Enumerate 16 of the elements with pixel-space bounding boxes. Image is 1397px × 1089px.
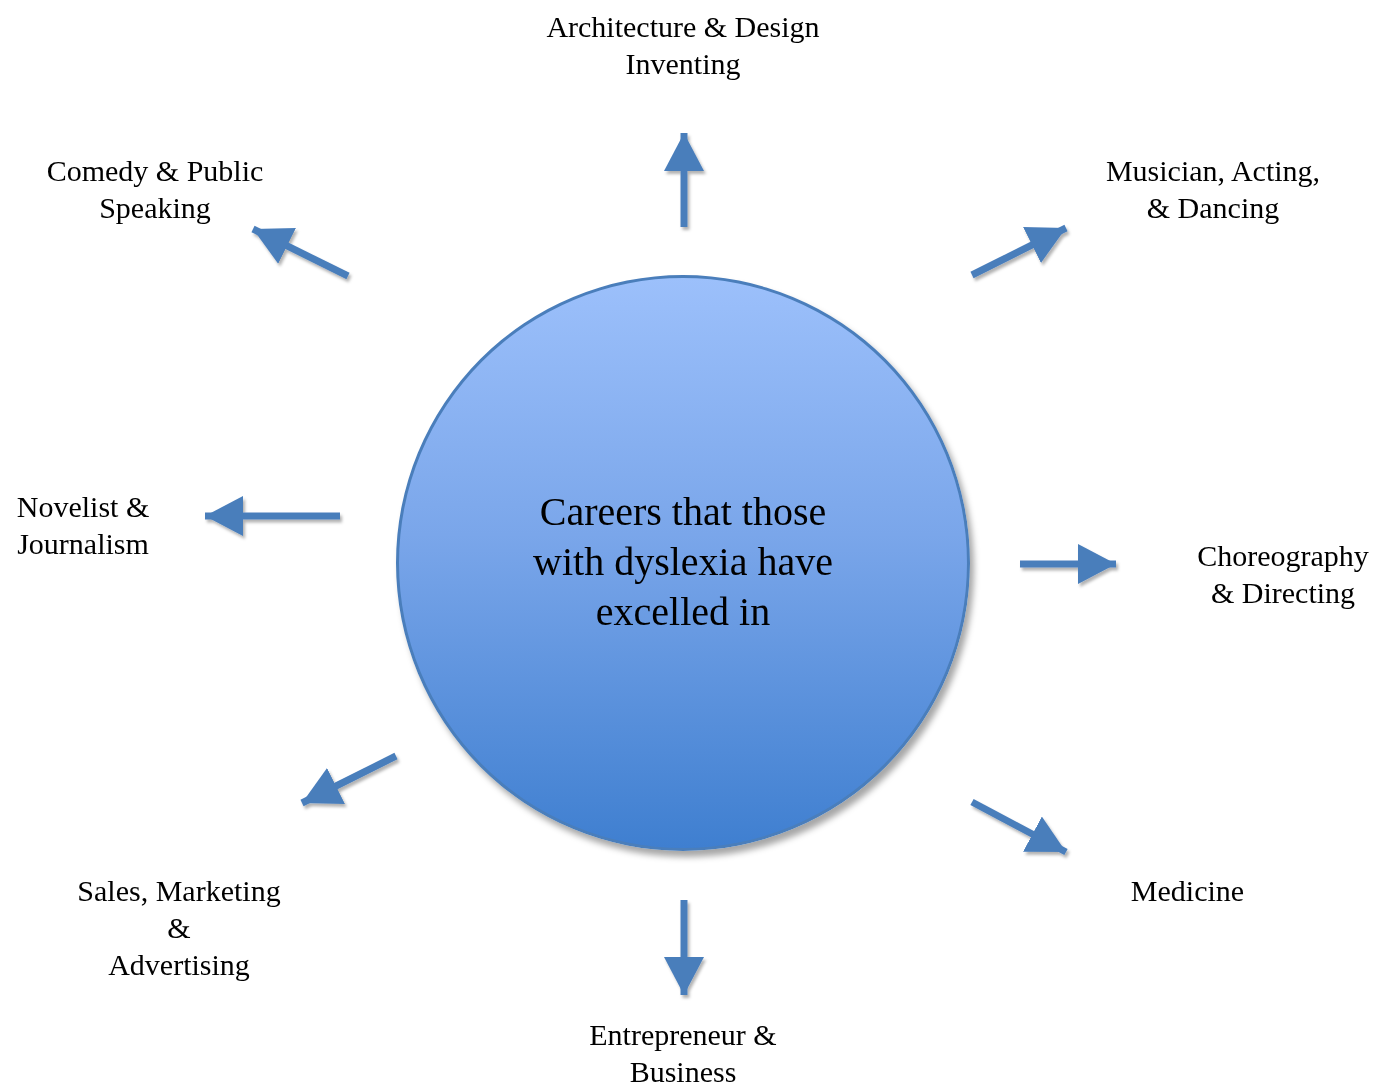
circle-text: Careers that those with dyslexia have excelled in (532, 488, 834, 636)
career-label: Architecture & Design (546, 9, 820, 45)
career-label: Musician, Acting, & Dancing (1104, 153, 1322, 226)
career-label: Inventing (625, 46, 741, 82)
arrow (970, 798, 1068, 856)
arrow (300, 752, 398, 807)
career-label: Sales, Marketing (77, 873, 281, 909)
career-label: Comedy & Public Speaking (45, 153, 265, 226)
career-label: Entrepreneur & Business (588, 1017, 778, 1089)
career-label: Advertising (108, 947, 250, 983)
career-label: Choreography & Directing (1196, 538, 1370, 611)
career-label: & (167, 910, 191, 946)
career-label: Medicine (1130, 873, 1245, 909)
arrow (970, 224, 1068, 279)
career-label: Novelist & Journalism (15, 489, 151, 562)
arrow (251, 225, 350, 280)
